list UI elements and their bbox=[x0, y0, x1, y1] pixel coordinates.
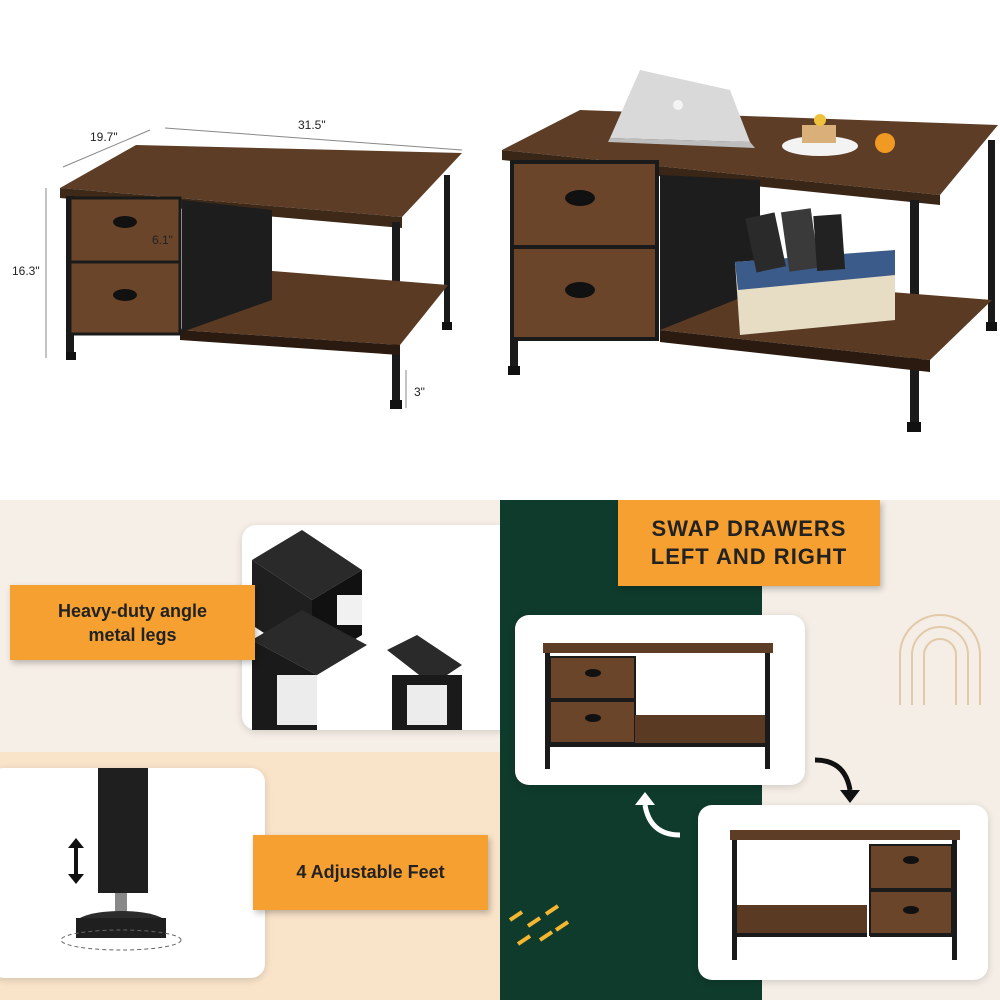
table-dimension-illustration bbox=[45, 127, 463, 409]
adjustable-foot-card bbox=[0, 768, 265, 978]
legs-feet-panel: Heavy-duty angle metal legs 4 Adjustable… bbox=[0, 500, 500, 1000]
dimensions-panel: 19.7" 31.5" 16.3" 6.1" 3" bbox=[0, 0, 500, 500]
height-dimension-label: 16.3" bbox=[12, 264, 40, 278]
swap-drawers-label: SWAP DRAWERS LEFT AND RIGHT bbox=[618, 500, 880, 586]
swap-drawers-panel: SWAP DRAWERS LEFT AND RIGHT bbox=[500, 500, 1000, 1000]
decorative-yellow-dashes bbox=[508, 904, 570, 946]
decorative-arches bbox=[899, 614, 981, 705]
drawers-left-card bbox=[515, 615, 805, 785]
metal-legs-label-text: Heavy-duty angle metal legs bbox=[57, 600, 208, 645]
swap-drawers-line-1: SWAP DRAWERS bbox=[651, 516, 847, 541]
drawers-right-card bbox=[698, 805, 988, 980]
coffee-table-with-decor-illustration bbox=[502, 70, 998, 432]
styled-table-photo bbox=[500, 0, 1000, 500]
swap-arrow-up-icon bbox=[635, 792, 681, 838]
metal-legs-label: Heavy-duty angle metal legs bbox=[10, 585, 255, 660]
table-drawers-right-illustration bbox=[730, 830, 960, 960]
table-drawers-left-illustration bbox=[543, 643, 773, 769]
swap-drawers-line-2: LEFT AND RIGHT bbox=[650, 544, 848, 569]
swap-arrow-down-icon bbox=[814, 757, 860, 803]
drawer-height-label: 6.1" bbox=[152, 233, 173, 247]
leg-height-label: 3" bbox=[414, 385, 425, 399]
adjustable-feet-label: 4 Adjustable Feet bbox=[253, 835, 488, 910]
metal-leg-card bbox=[242, 525, 500, 730]
adjustable-feet-label-text: 4 Adjustable Feet bbox=[296, 862, 445, 882]
width-dimension-label: 31.5" bbox=[298, 118, 326, 132]
adjustable-foot-icon bbox=[60, 768, 182, 951]
depth-dimension-label: 19.7" bbox=[90, 130, 118, 144]
square-tube-icon bbox=[252, 530, 462, 730]
